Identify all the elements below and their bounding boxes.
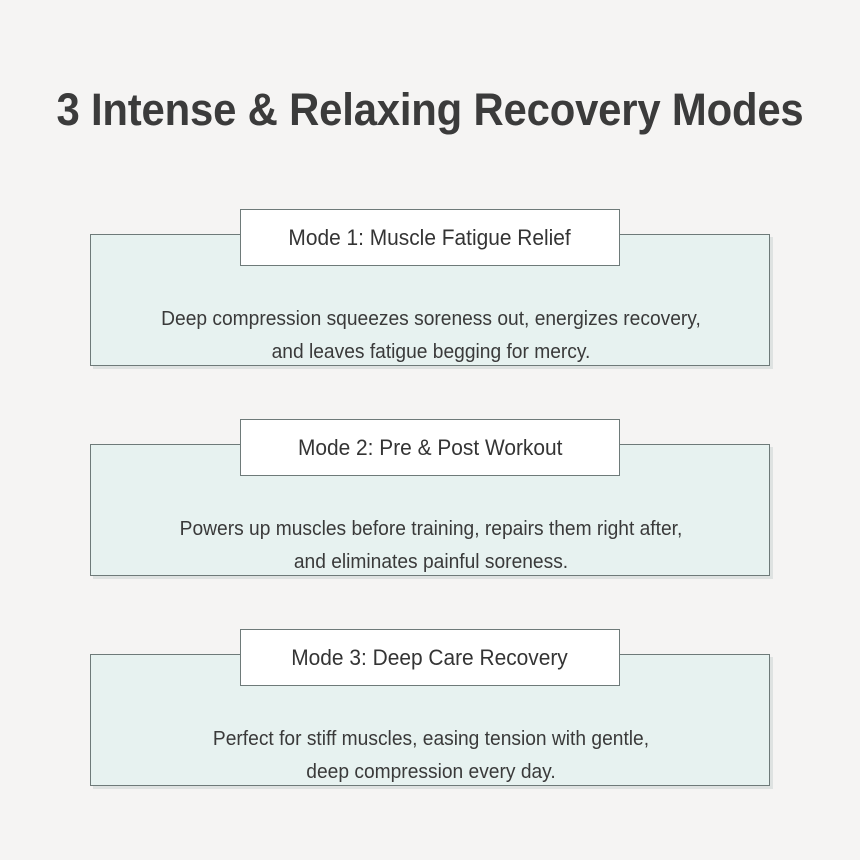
mode-description-line: Powers up muscles before training, repai… [179,518,683,540]
mode-header-label: Mode 1: Muscle Fatigue Relief [288,224,572,250]
mode-header-box-2: Mode 2: Pre & Post Workout [240,419,620,476]
mode-description-line: Perfect for stiff muscles, easing tensio… [212,728,650,750]
mode-description-line: Deep compression squeezes soreness out, … [161,308,701,330]
mode-description-line: and eliminates painful soreness. [293,551,569,573]
mode-description-2: Powers up muscles before training, repai… [105,513,758,579]
mode-description-1: Deep compression squeezes soreness out, … [105,303,758,369]
mode-description-line: deep compression every day. [306,761,556,783]
mode-description-line: and leaves fatigue begging for mercy. [271,341,591,363]
mode-header-box-3: Mode 3: Deep Care Recovery [240,629,620,686]
mode-header-label: Mode 2: Pre & Post Workout [297,434,563,460]
mode-header-box-1: Mode 1: Muscle Fatigue Relief [240,209,620,266]
page-title: 3 Intense & Relaxing Recovery Modes [56,84,804,135]
mode-header-label: Mode 3: Deep Care Recovery [291,644,569,670]
mode-description-3: Perfect for stiff muscles, easing tensio… [105,723,758,789]
